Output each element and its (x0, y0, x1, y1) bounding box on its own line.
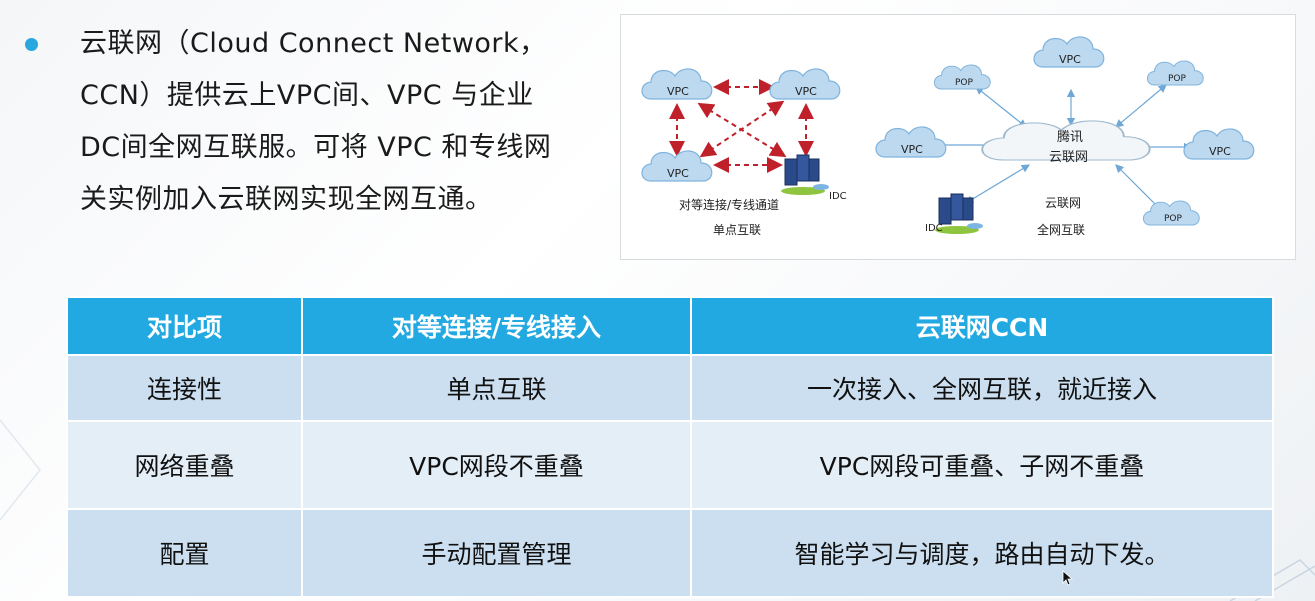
right-caption-line1: 云联网 (1045, 196, 1081, 210)
pop-label: POP (955, 78, 974, 88)
idc-server-icon (780, 154, 830, 196)
comparison-table: 对比项 对等连接/专线接入 云联网CCN 连接性 单点互联 一次接入、全网互联，… (66, 296, 1274, 598)
vpc-label: VPC (1209, 145, 1231, 158)
ccn-links (934, 84, 1193, 211)
bullet-point (25, 38, 38, 51)
vpc-label: VPC (1059, 53, 1081, 66)
intro-line: CCN）提供云上VPC间、VPC 与企业 (80, 80, 534, 111)
table-row: 配置 手动配置管理 智能学习与调度，路由自动下发。 (66, 508, 1274, 598)
intro-line: 云联网（Cloud Connect Network， (80, 28, 547, 59)
header-peering: 对等连接/专线接入 (301, 296, 692, 356)
left-caption-line1: 对等连接/专线通道 (679, 197, 779, 212)
intro-paragraph: 云联网（Cloud Connect Network， CCN）提供云上VPC间、… (80, 18, 600, 226)
table-cell: 一次接入、全网互联，就近接入 (690, 354, 1274, 422)
table-cell: VPC网段不重叠 (301, 420, 692, 510)
table-row: 网络重叠 VPC网段不重叠 VPC网段可重叠、子网不重叠 (66, 420, 1274, 510)
table-cell: 智能学习与调度，路由自动下发。 (690, 508, 1274, 598)
table-cell: 网络重叠 (66, 420, 303, 510)
table-header-row: 对比项 对等连接/专线接入 云联网CCN (66, 296, 1274, 356)
intro-line: 关实例加入云联网实现全网互通。 (80, 184, 493, 215)
mouse-cursor-icon (1062, 570, 1074, 586)
idc-label: IDC (829, 191, 847, 202)
header-compare-item: 对比项 (66, 296, 303, 356)
hub-label-line1: 腾讯 (1057, 129, 1083, 145)
idc-label: IDC (925, 223, 943, 234)
table-cell: 手动配置管理 (301, 508, 692, 598)
intro-line: DC间全网互联服。可将 VPC 和专线网 (80, 132, 552, 163)
left-caption-line2: 单点互联 (713, 223, 761, 237)
peer-links (669, 79, 814, 173)
pop-label: POP (1164, 214, 1183, 224)
right-caption-line2: 全网互联 (1037, 222, 1085, 237)
vpc-label: VPC (901, 143, 923, 156)
hub-label-line2: 云联网 (1049, 150, 1088, 165)
vpc-label: VPC (667, 85, 689, 98)
table-row: 连接性 单点互联 一次接入、全网互联，就近接入 (66, 354, 1274, 422)
table-cell: 单点互联 (301, 354, 692, 422)
network-diagram: VPC VPC VPC IDC 对等连接/专线通道 单点互联 腾讯 云联网 VP… (620, 14, 1296, 260)
diagram-canvas: VPC VPC VPC IDC 对等连接/专线通道 单点互联 腾讯 云联网 VP… (641, 36, 1255, 237)
table-cell: 连接性 (66, 354, 303, 422)
ccn-hub-cloud (981, 120, 1151, 161)
pop-label: POP (1168, 74, 1187, 84)
table-cell: VPC网段可重叠、子网不重叠 (690, 420, 1274, 510)
table-cell: 配置 (66, 508, 303, 598)
vpc-label: VPC (795, 85, 817, 98)
header-ccn: 云联网CCN (690, 296, 1274, 356)
vpc-label: VPC (667, 167, 689, 180)
